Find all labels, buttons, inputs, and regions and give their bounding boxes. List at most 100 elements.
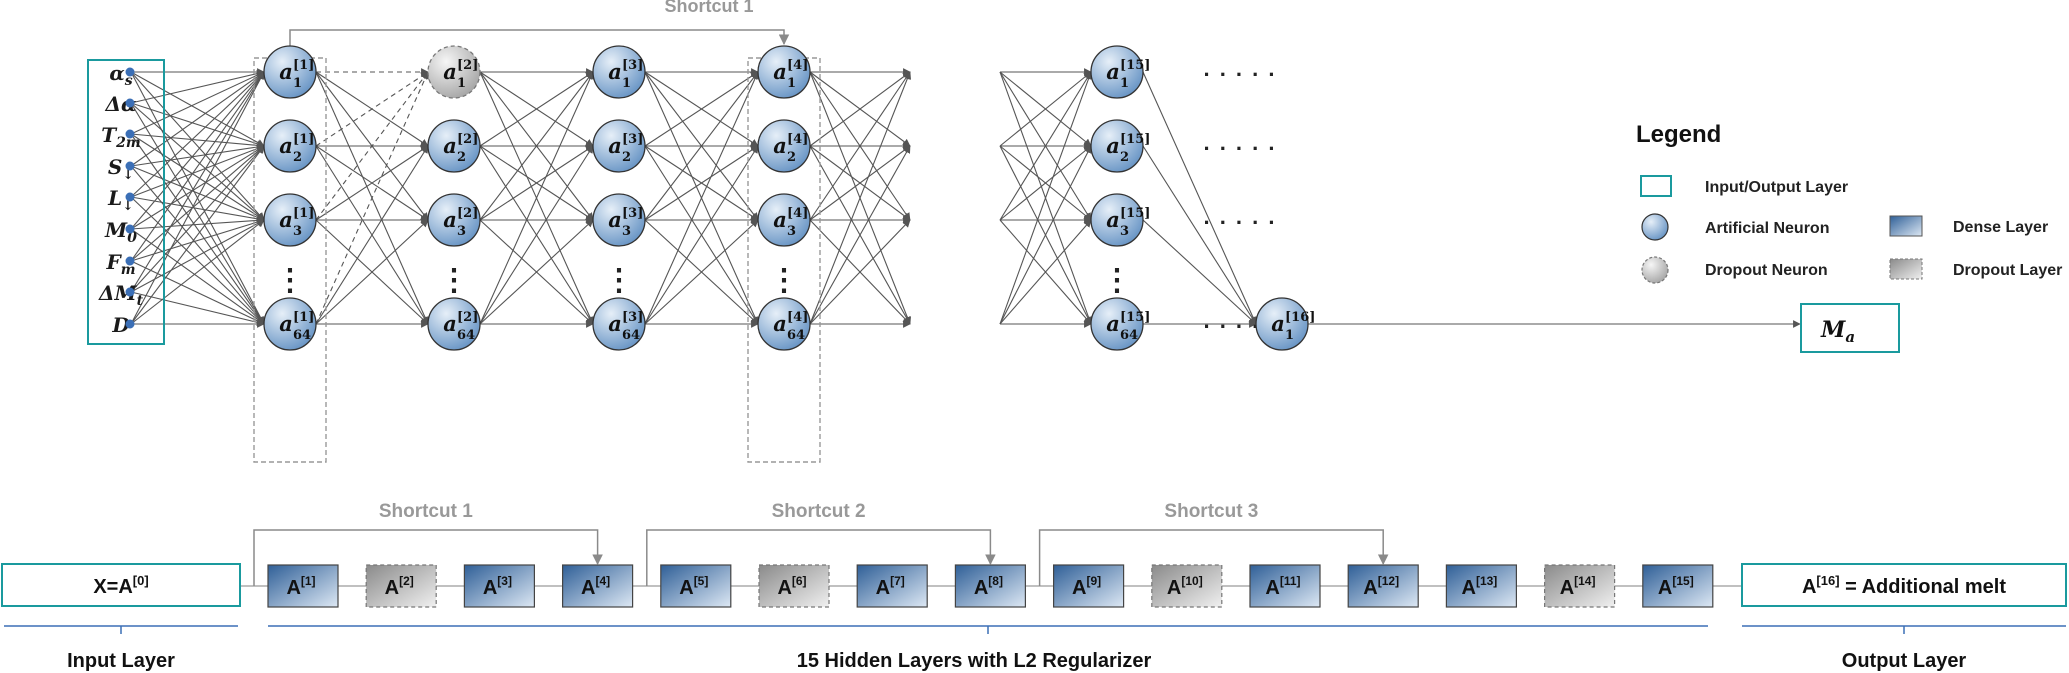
- dropout-neuron-icon: [1641, 256, 1669, 284]
- shortcut-3-connector: [1038, 529, 1389, 586]
- edge: [809, 71, 911, 221]
- edge: [1142, 219, 1257, 325]
- neuron-l1-2-subscript: 2: [293, 150, 302, 165]
- legend-label: Artificial Neuron: [1705, 220, 1829, 237]
- neuron-l3-1-subscript: 1: [622, 76, 631, 91]
- bracket-label: 15 Hidden Layers with L2 Regularizer: [797, 650, 1152, 672]
- neuron-l15-64-superscript: [15]: [1120, 310, 1150, 325]
- neuron-l4-3-superscript: [4]: [787, 206, 808, 221]
- layer-block-label: A[5]: [679, 574, 708, 599]
- io-box-icon: [1640, 175, 1672, 197]
- neuron-l1-1-subscript: 1: [293, 76, 302, 91]
- neuron-l4-1-superscript: [4]: [787, 58, 808, 73]
- neuron-l2-1-subscript: 1: [457, 76, 466, 91]
- input-feature-label: ΔMt: [98, 281, 144, 309]
- legend-label: Dropout Neuron: [1705, 262, 1828, 279]
- output-neuron-subscript: 1: [1285, 328, 1294, 343]
- neuron-l3-3-label: a: [608, 207, 622, 232]
- dense-layer-block: [561, 564, 634, 608]
- edge: [130, 71, 265, 230]
- dense-layer-block: [1642, 564, 1714, 608]
- input-node-dot: [125, 192, 135, 202]
- shortcut-3-label: Shortcut 3: [1164, 501, 1258, 522]
- neuron-l3-2-label: a: [608, 133, 622, 158]
- neuron-l3-1-superscript: [3]: [622, 58, 643, 73]
- edge: [130, 133, 265, 325]
- neuron-l2-1-label: a: [443, 59, 457, 84]
- input-node-dot: [125, 319, 135, 329]
- shortcut-1-label: Shortcut 1: [664, 0, 753, 16]
- input-node-dot: [125, 161, 135, 171]
- edge: [315, 145, 429, 221]
- edge: [130, 71, 265, 167]
- neuron-l15-3: [1090, 193, 1144, 247]
- edge: [130, 145, 265, 325]
- edge: [315, 145, 429, 325]
- neuron-l1-2-label: a: [279, 133, 293, 158]
- legend-label: Input/Output Layer: [1705, 179, 1848, 196]
- edge: [315, 71, 429, 325]
- neuron-l3-64-superscript: [3]: [622, 310, 643, 325]
- shortcut-1-connector: [289, 29, 790, 46]
- neuron-l2-3-superscript: [2]: [457, 206, 478, 221]
- shortcut-1-connector: [253, 529, 603, 586]
- neuron-l2-2-label: a: [443, 133, 457, 158]
- dense-layer-block: [1347, 564, 1419, 608]
- output-layer-box: [1800, 303, 1900, 353]
- neuron-l2-3: [427, 193, 481, 247]
- neuron-icon: [1641, 213, 1669, 241]
- shortcut-1-label: Shortcut 1: [379, 501, 473, 522]
- vertical-ellipsis: ⋮: [769, 264, 799, 297]
- neuron-l4-1-subscript: 1: [787, 76, 796, 91]
- output-neuron-superscript: [16]: [1285, 310, 1315, 325]
- edge: [999, 145, 1092, 325]
- vertical-ellipsis: ⋮: [275, 264, 305, 297]
- dense-layer-block: [463, 564, 535, 608]
- dense-layer-icon: [1889, 215, 1923, 237]
- neuron-l15-1-label: a: [1106, 59, 1120, 84]
- layer-block-label: A[2]: [385, 574, 414, 599]
- edge: [130, 71, 265, 198]
- edge: [130, 165, 265, 325]
- pipeline-input-box: [1, 563, 241, 607]
- edge: [130, 102, 265, 221]
- edge: [479, 71, 594, 147]
- layer-block-label: A[6]: [777, 574, 806, 599]
- edge: [644, 71, 759, 325]
- layer-block-label: A[4]: [581, 574, 610, 599]
- input-feature-label: D: [111, 313, 130, 337]
- neuron-l3-3-superscript: [3]: [622, 206, 643, 221]
- neuron-l4-2-label: a: [773, 133, 787, 158]
- neuron-l4-2-superscript: [4]: [787, 132, 808, 147]
- neuron-l1-1-superscript: [1]: [293, 58, 314, 73]
- edge: [315, 71, 429, 221]
- edge: [130, 71, 265, 221]
- input-node-dot: [125, 129, 135, 139]
- edge: [130, 102, 265, 148]
- neuron-l15-1-subscript: 1: [1120, 76, 1129, 91]
- edge: [999, 145, 1092, 221]
- pipeline-output-box: [1741, 563, 2067, 607]
- input-node-dot: [125, 67, 135, 77]
- vertical-ellipsis: ⋮: [439, 264, 469, 297]
- neuron-l3-1: [592, 45, 646, 99]
- neuron-l2-3-label: a: [443, 207, 457, 232]
- shortcut-top: Shortcut 1: [289, 0, 790, 46]
- connection-edges: [130, 68, 1801, 328]
- input-node-dot: [125, 224, 135, 234]
- pipeline-input-label: X=A[0]: [93, 573, 148, 598]
- edge: [999, 71, 1092, 147]
- neuron-l2-2: [427, 119, 481, 173]
- edge: [809, 71, 911, 147]
- input-feature-label: Fm: [105, 250, 135, 278]
- layer-pipeline: X=A[0]A[1]A[2]A[3]A[4]A[5]A[6]A[7]A[8]A[…: [1, 501, 2067, 672]
- neuron-l2-64-label: a: [443, 311, 457, 336]
- edge: [130, 143, 265, 167]
- edge: [130, 133, 265, 150]
- edge: [999, 71, 1092, 221]
- shortcut-2-label: Shortcut 2: [772, 501, 866, 522]
- edge: [130, 145, 265, 230]
- edge: [999, 71, 1093, 325]
